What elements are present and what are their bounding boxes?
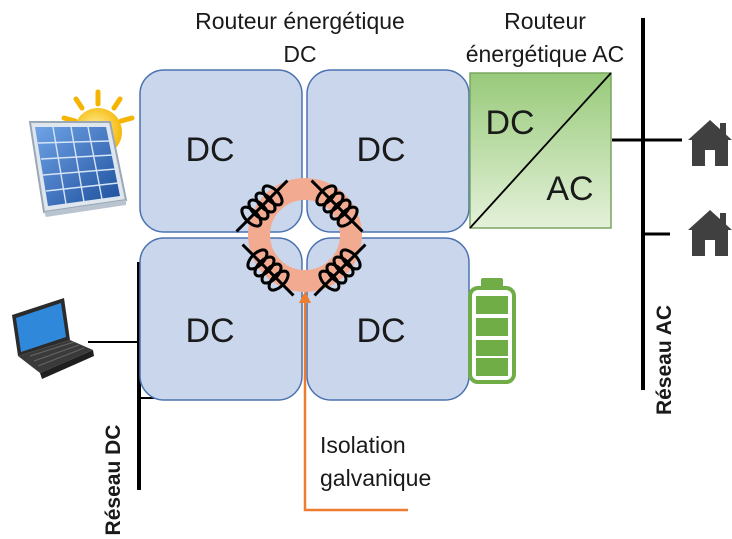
- dc-router-title-line1: Routeur énergétique: [195, 8, 405, 34]
- ac-converter-diagonal: [469, 72, 612, 229]
- transformer-coil-top-left: [235, 179, 289, 233]
- ac-converter-dc-label: DC: [485, 104, 534, 142]
- ac-router-title-line1: Routeur: [504, 8, 586, 34]
- solar-panel-icon: [28, 89, 135, 217]
- house-icon: [688, 210, 732, 256]
- dc-module-top-right: [306, 69, 470, 233]
- house-icon: [688, 120, 732, 166]
- dc-module-bottom-left-label: DC: [185, 312, 234, 350]
- ac-network-label: Réseau AC: [653, 305, 676, 415]
- ac-converter-ac-label: AC: [546, 170, 593, 208]
- battery-icon: [468, 278, 516, 384]
- ac-router-title-line2: énergétique AC: [466, 41, 625, 67]
- transformer-coil-bottom-right: [313, 243, 367, 297]
- dc-module-top-right-label: DC: [356, 131, 405, 169]
- isolation-label-line1: Isolation: [320, 432, 406, 458]
- transformer-coil-bottom-left: [241, 243, 295, 297]
- isolation-arrow-line: [303, 300, 408, 512]
- laptop-icon: [12, 298, 94, 379]
- isolation-label-line2: galvanique: [320, 465, 431, 491]
- isolation-arrow-head: [299, 291, 311, 303]
- transformer-coil-top-right: [310, 179, 364, 233]
- transformer-core: [248, 178, 362, 292]
- dc-network-label: Réseau DC: [102, 425, 125, 536]
- dc-module-top-left: [139, 69, 303, 233]
- dc-module-top-left-label: DC: [185, 131, 234, 169]
- dc-module-bottom-right-label: DC: [356, 312, 405, 350]
- dc-router-title-line2: DC: [283, 41, 316, 67]
